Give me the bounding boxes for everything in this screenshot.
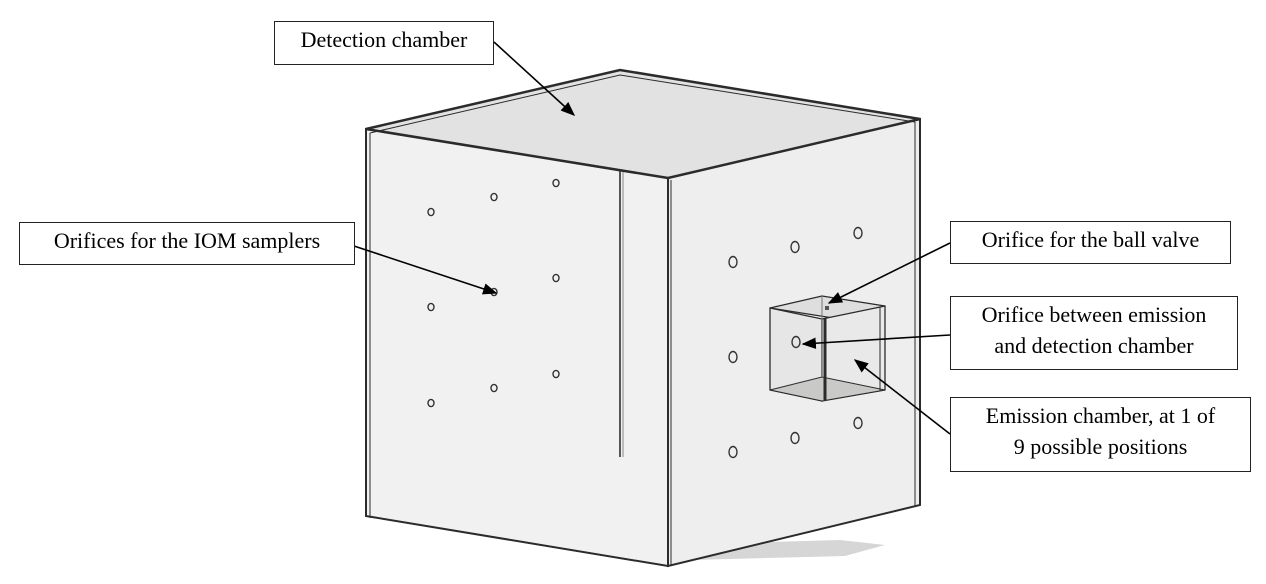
label-detection-chamber: Detection chamber — [274, 21, 494, 65]
label-ball-valve: Orifice for the ball valve — [950, 221, 1231, 264]
emission-orifice — [791, 335, 801, 349]
position-orifice — [790, 240, 800, 254]
label-orifice-between: Orifice between emission and detection c… — [950, 296, 1238, 370]
arrow-orifice-between — [801, 334, 951, 349]
iom-orifice — [490, 192, 498, 202]
arrow-emission-chamber — [853, 359, 951, 435]
label-text-line2: 9 possible positions — [1013, 434, 1188, 459]
iom-orifice — [490, 383, 498, 393]
label-text-line1: Orifice between emission — [981, 302, 1207, 327]
iom-orifice — [552, 273, 560, 283]
arrow-ball-valve — [827, 242, 951, 304]
iom-orifice — [552, 369, 560, 379]
position-orifice — [853, 416, 863, 430]
iom-orifice — [552, 178, 560, 188]
label-text: Orifice for the ball valve — [981, 227, 1200, 252]
label-text-line2: and detection chamber — [994, 333, 1194, 358]
label-text: Orifices for the IOM samplers — [53, 228, 321, 253]
position-orifice — [853, 226, 863, 240]
emission-position-orifices — [728, 226, 863, 459]
arrow-iom-orifices — [353, 245, 498, 295]
position-orifice — [790, 431, 800, 445]
position-orifice — [728, 255, 738, 269]
label-emission-chamber: Emission chamber, at 1 of 9 possible pos… — [950, 397, 1251, 472]
arrow-detection-chamber — [493, 41, 576, 116]
chamber-top — [365, 68, 921, 180]
ball-valve-orifice — [825, 306, 829, 310]
iom-orifice — [427, 207, 435, 217]
iom-orifice — [427, 302, 435, 312]
label-iom-orifices: Orifices for the IOM samplers — [19, 222, 355, 265]
label-text-line1: Emission chamber, at 1 of — [985, 403, 1216, 428]
iom-orifice — [427, 398, 435, 408]
leader-arrows — [353, 41, 951, 435]
position-orifice — [728, 445, 738, 459]
emission-chamber — [769, 295, 886, 402]
label-text: Detection chamber — [300, 27, 468, 52]
position-orifice — [728, 350, 738, 364]
